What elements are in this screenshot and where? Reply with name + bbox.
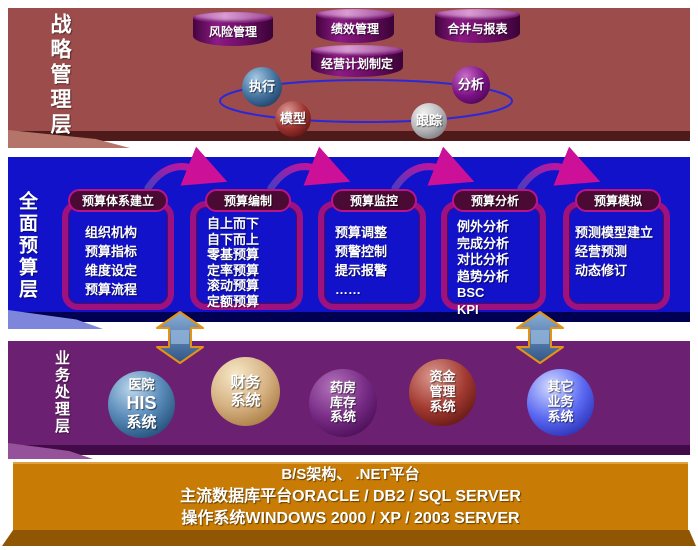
budget-item: 自下而上 xyxy=(207,231,260,247)
cycle-node-label: 分析 xyxy=(457,76,484,92)
budget-layer-label: 全面预算层 xyxy=(16,191,37,301)
budget-box-items: 自上而下 自下而上 零基预算 定率预算 滚动预算 定额预算 xyxy=(207,216,259,309)
cylinder-consolidation-reports: 合并与报表 xyxy=(435,9,520,43)
system-line: HIS xyxy=(126,393,157,413)
system-line: 其它 xyxy=(547,379,574,395)
cylinder-risk-management: 风险管理 xyxy=(193,12,273,46)
business-layer-label: 业务处理层 xyxy=(53,350,70,435)
budget-box-title: 预算监控 xyxy=(331,189,417,212)
budget-layer-edge xyxy=(8,312,690,322)
cylinder-label: 风险管理 xyxy=(208,25,257,39)
budget-item: 提示报警 xyxy=(335,263,388,278)
system-line: 库存 xyxy=(329,394,356,410)
budget-item: 完成分析 xyxy=(457,235,510,251)
system-line: 药房 xyxy=(329,379,356,395)
cylinder-top-icon xyxy=(193,12,273,23)
budget-item: 对比分析 xyxy=(457,252,510,267)
cylinder-label: 经营计划制定 xyxy=(320,57,393,71)
budget-item: 定率预算 xyxy=(207,262,260,278)
cycle-node-execute: 执行 xyxy=(242,67,282,107)
cycle-node-label: 执行 xyxy=(248,78,275,94)
budget-box-title: 预算编制 xyxy=(205,189,291,212)
cycle-node-track: 跟踪 xyxy=(411,103,447,139)
budget-box-items: 预测模型建立 经营预测 动态修订 xyxy=(575,223,653,280)
budget-item: 自上而下 xyxy=(207,216,260,231)
system-line: 系统 xyxy=(230,391,261,409)
strategic-layer-label: 战略管理层 xyxy=(48,13,71,138)
platform-line-operating-systems: 操作系统WINDOWS 2000 / XP / 2003 SERVER xyxy=(181,510,520,527)
system-line: 系统 xyxy=(429,398,456,414)
budget-box-items: 例外分析 完成分析 对比分析 趋势分析 BSC KPI xyxy=(457,219,509,318)
system-line: 资金 xyxy=(429,369,456,385)
system-line: 管理 xyxy=(429,384,456,400)
budget-item: 趋势分析 xyxy=(457,268,510,284)
system-line: 医院 xyxy=(128,377,155,393)
cylinder-label: 合并与报表 xyxy=(447,22,508,36)
budget-item: 预算流程 xyxy=(85,282,138,297)
budget-item: 经营预测 xyxy=(575,244,628,259)
budget-item: 动态修订 xyxy=(575,263,628,278)
strategic-layer-edge xyxy=(8,131,690,141)
cylinder-performance-management: 绩效管理 xyxy=(316,9,394,43)
system-sphere-hospital-his: 医院 HIS 系统 xyxy=(108,371,175,438)
budget-item: 滚动预算 xyxy=(207,278,260,293)
cylinder-top-icon xyxy=(311,45,403,56)
budget-box-items: 预算调整 预警控制 提示报警 …… xyxy=(335,223,387,299)
budget-box-title: 预算模拟 xyxy=(575,189,661,212)
budget-item: 预警控制 xyxy=(335,244,388,259)
budget-item: 零基预算 xyxy=(207,247,260,262)
budget-item: 组织机构 xyxy=(85,225,138,240)
budget-item: 定额预算 xyxy=(207,293,260,309)
budget-box-title: 预算体系建立 xyxy=(68,189,168,212)
cycle-node-label: 跟踪 xyxy=(415,112,442,128)
budget-item: KPI xyxy=(457,301,479,317)
budget-item: 预算指标 xyxy=(85,244,138,259)
cylinder-top-icon xyxy=(316,9,394,20)
budget-item: 维度设定 xyxy=(85,263,138,278)
budget-box-items: 组织机构 预算指标 维度设定 预算流程 xyxy=(85,223,137,299)
system-line: 财务 xyxy=(230,374,261,392)
platform-layer-body xyxy=(13,462,688,532)
cycle-node-analyze: 分析 xyxy=(452,66,490,104)
budget-item: …… xyxy=(335,282,361,297)
budget-item: BSC xyxy=(457,285,485,300)
system-line: 系统 xyxy=(329,409,356,425)
system-line: 业务 xyxy=(547,394,574,410)
system-sphere-other-business: 其它 业务 系统 xyxy=(527,369,594,436)
budget-item: 例外分析 xyxy=(457,219,510,234)
budget-box-title: 预算分析 xyxy=(452,189,538,212)
platform-text-block: B/S架构、 .NET平台 主流数据库平台ORACLE / DB2 / SQL … xyxy=(13,464,688,530)
business-layer-edge xyxy=(8,445,690,455)
system-line: 系统 xyxy=(547,408,574,424)
system-sphere-finance: 财务 系统 xyxy=(211,357,280,426)
budget-item: 预算调整 xyxy=(335,225,388,240)
system-line: 系统 xyxy=(126,413,157,431)
system-sphere-fund-management: 资金 管理 系统 xyxy=(409,359,476,426)
system-sphere-pharmacy-inventory: 药房 库存 系统 xyxy=(309,369,377,437)
platform-layer-edge xyxy=(2,530,696,546)
platform-line-databases: 主流数据库平台ORACLE / DB2 / SQL SERVER xyxy=(180,488,521,505)
platform-line-architecture: B/S架构、 .NET平台 xyxy=(281,466,420,483)
cylinder-label: 绩效管理 xyxy=(330,22,379,36)
cylinder-business-plan: 经营计划制定 xyxy=(311,45,403,77)
cylinder-top-icon xyxy=(435,9,520,20)
budget-item: 预测模型建立 xyxy=(575,225,654,240)
cycle-node-label: 模型 xyxy=(279,110,306,126)
cycle-node-model: 模型 xyxy=(275,101,311,137)
